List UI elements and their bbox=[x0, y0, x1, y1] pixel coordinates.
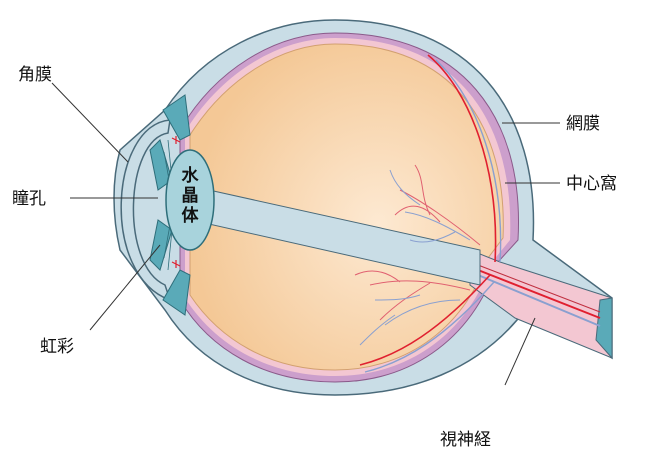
retinal-vessels bbox=[354, 54, 502, 373]
label-retina: 網膜 bbox=[566, 114, 600, 134]
lens: 水 晶 体 bbox=[165, 149, 215, 251]
ciliary-marks bbox=[171, 136, 181, 268]
vitreous-body bbox=[189, 43, 504, 371]
lens-label-char-1: 水 bbox=[182, 165, 200, 186]
label-optic-nerve: 視神経 bbox=[440, 430, 491, 450]
lens-label-char-3: 体 bbox=[182, 205, 200, 226]
iris bbox=[149, 94, 191, 316]
lens-label-char-2: 晶 bbox=[182, 186, 199, 206]
label-pupil: 瞳孔 bbox=[12, 189, 46, 209]
label-fovea: 中心窩 bbox=[566, 174, 617, 194]
label-iris: 虹彩 bbox=[40, 337, 74, 357]
label-cornea: 角膜 bbox=[18, 65, 52, 85]
leader-lines bbox=[51, 82, 560, 386]
